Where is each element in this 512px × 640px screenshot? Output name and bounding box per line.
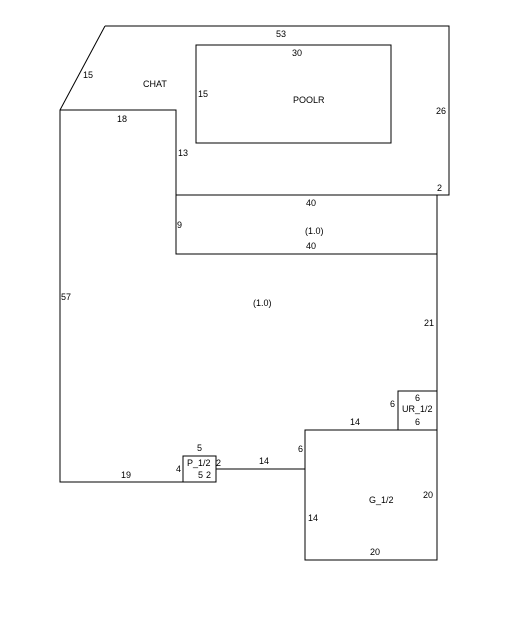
dim-right-upper: 26 [436,106,446,116]
dim-p-top: 5 [197,443,202,453]
room-label-g-half: G_1/2 [369,495,394,505]
room-label-poolr: POOLR [293,95,325,105]
room-label-main-ratio: (1.0) [253,298,272,308]
dim-g-left-lower: 14 [308,513,318,523]
dim-step-top: 18 [117,114,127,124]
dim-jog: 2 [437,183,442,193]
dim-link: 14 [259,456,269,466]
dim-g-bottom: 20 [370,547,380,557]
dim-p-bottom-a: 5 [198,470,203,480]
room-label-ur-half: UR_1/2 [402,404,433,414]
dim-diagonal: 15 [83,70,93,80]
dim-p-right: 2 [216,458,221,468]
dim-corridor-top: 40 [306,198,316,208]
dim-right-mid: 21 [424,318,434,328]
p-half-room [182,455,217,483]
dim-step-vertical: 13 [178,148,188,158]
dim-p-bottom-b: 2 [206,470,211,480]
dim-left: 57 [61,292,71,302]
pool-room [195,44,392,144]
dim-corridor-left: 9 [177,220,182,230]
dim-ur-top: 6 [415,393,420,403]
dim-ur-bottom: 6 [415,417,420,427]
room-label-chat: CHAT [143,79,167,89]
dim-p-left: 4 [176,464,181,474]
dim-bottom-left: 19 [121,470,131,480]
step-wall [60,109,437,255]
dim-ur-left: 6 [390,399,395,409]
dim-g-top: 14 [350,417,360,427]
dim-g-right: 20 [423,490,433,500]
dim-g-left-upper: 6 [298,444,303,454]
room-label-corridor-ratio: (1.0) [305,226,324,236]
room-label-p-half: P_1/2 [187,458,211,468]
dim-top: 53 [276,29,286,39]
dim-pool-top: 30 [292,48,302,58]
dim-pool-left: 15 [198,89,208,99]
dim-corridor-bottom: 40 [306,241,316,251]
g-half-room [304,429,437,560]
